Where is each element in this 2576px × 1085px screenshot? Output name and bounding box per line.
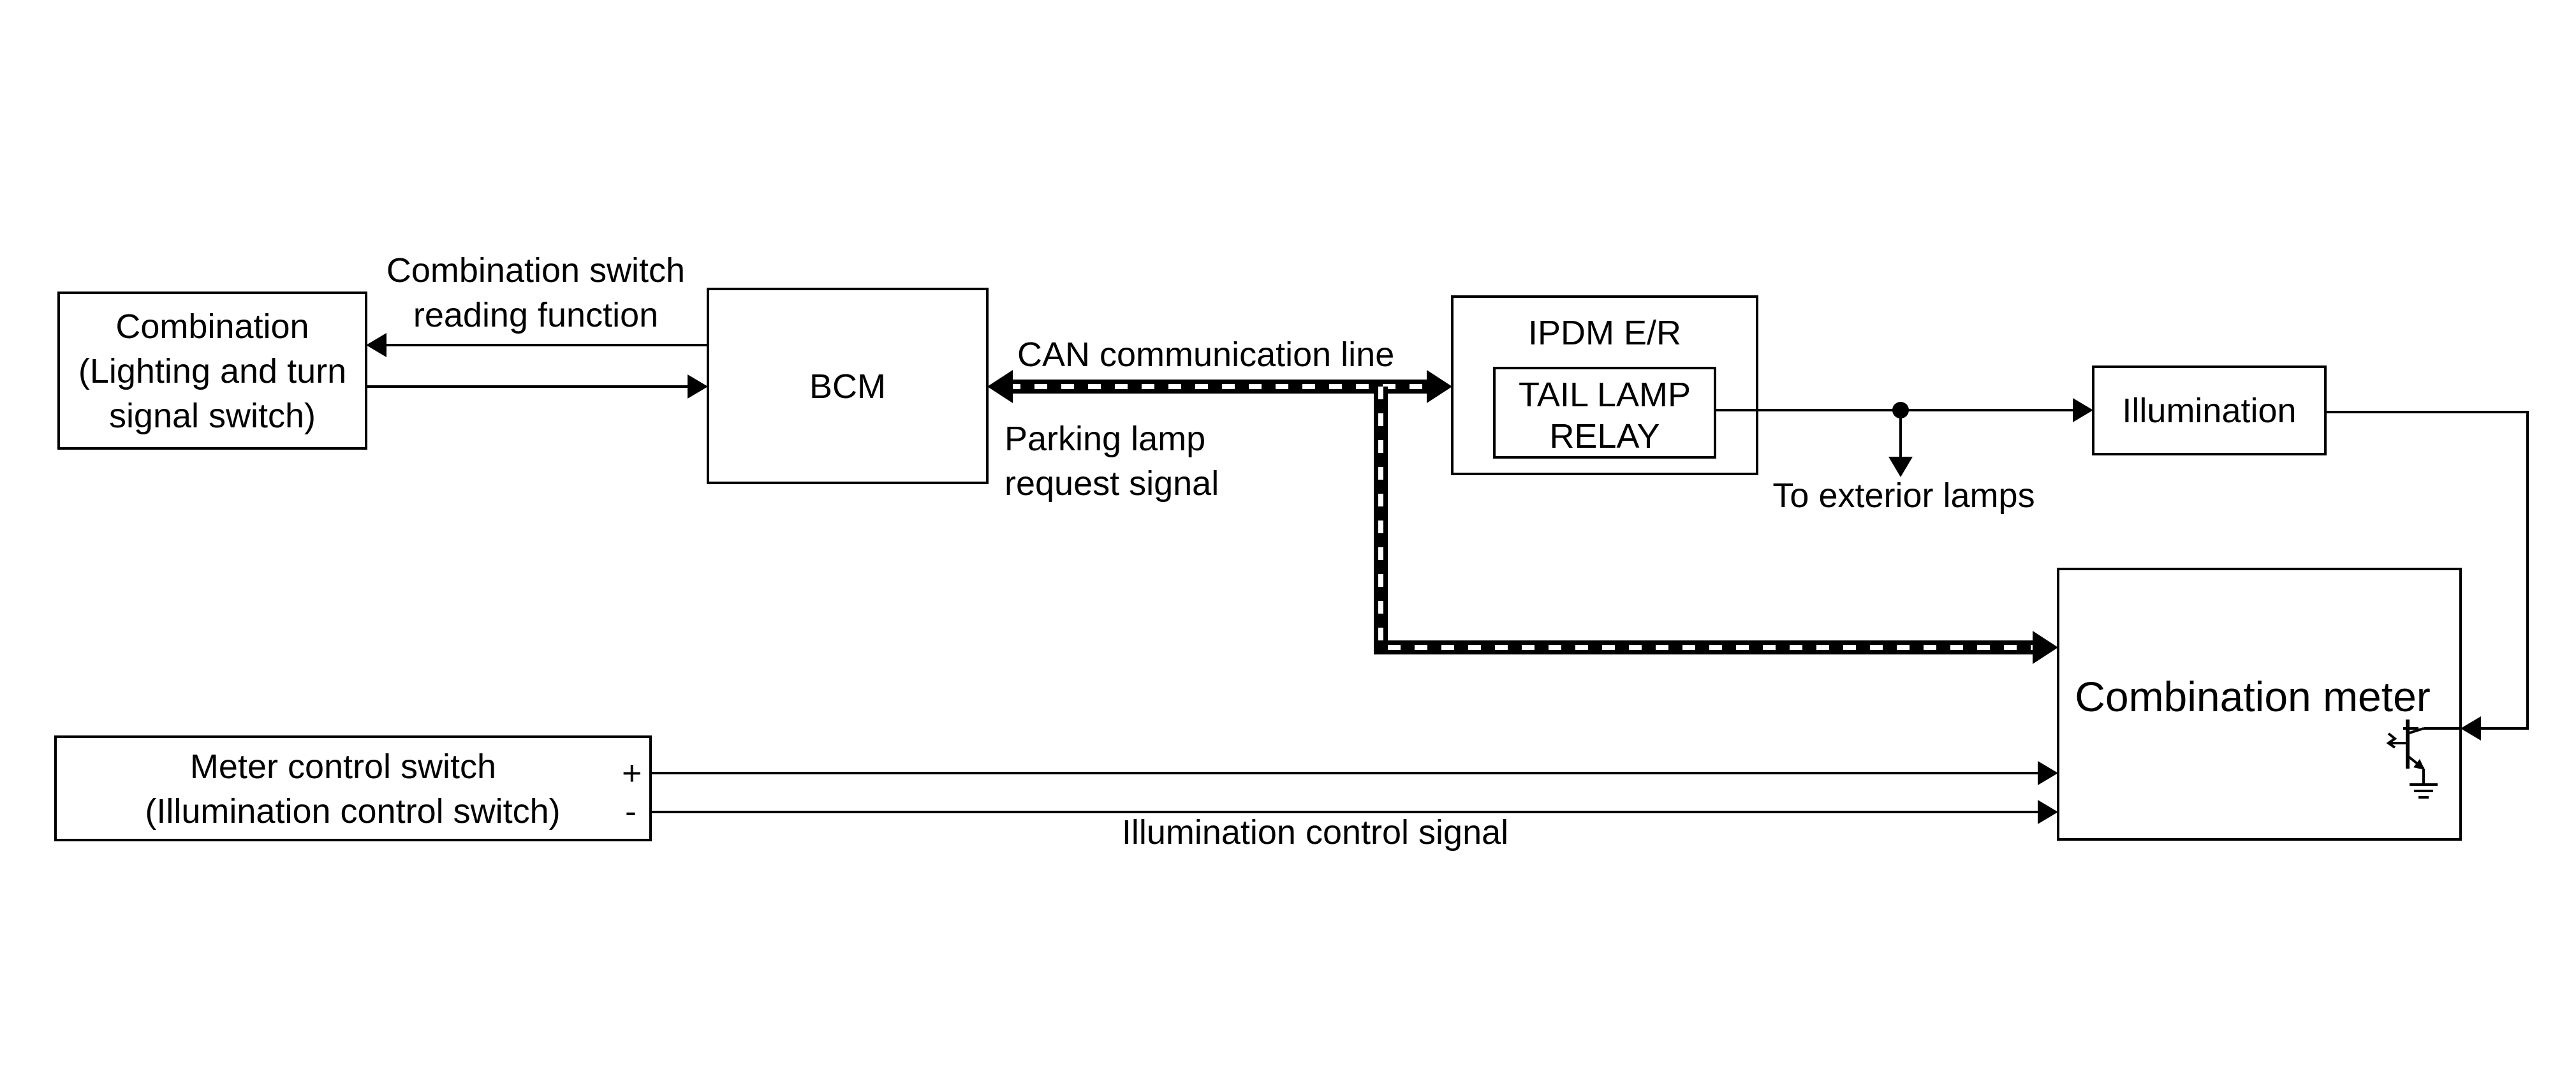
- can-line: [1008, 380, 2038, 654]
- switch-reading-arrowhead: [366, 333, 386, 357]
- illumination-return-wire: [2325, 411, 2529, 730]
- illumination-box: [2092, 365, 2327, 455]
- transistor-icon: [2386, 720, 2461, 799]
- combination-switch-label-3: signal switch): [109, 397, 316, 435]
- switch-reading-label-2: reading function: [413, 296, 658, 334]
- can-arrowhead-bcm: [987, 370, 1013, 403]
- exterior-lamps-label: To exterior lamps: [1772, 476, 2035, 515]
- combination-switch-label-2: (Lighting and turn: [78, 352, 346, 390]
- illum-minus-arrowhead: [2038, 800, 2058, 824]
- can-arrowhead-meter: [2033, 631, 2058, 664]
- meter-input-arrowhead: [2461, 716, 2481, 741]
- switch-reading-label-1: Combination switch: [386, 251, 685, 290]
- combination-meter-label: Combination meter: [2075, 673, 2431, 720]
- switch-signal-arrowhead: [688, 374, 708, 399]
- illum-plus-arrowhead: [2038, 761, 2058, 785]
- illumination-label: Illumination: [2122, 392, 2296, 430]
- parking-request-label-2: request signal: [1005, 464, 1219, 503]
- combination-switch-box: [57, 292, 367, 450]
- bcm-label: BCM: [809, 367, 886, 406]
- exterior-lamps-arrowhead: [1888, 457, 1913, 477]
- tail-lamp-relay-label-2: RELAY: [1549, 417, 1660, 455]
- ipdm-label: IPDM E/R: [1528, 314, 1681, 352]
- bcm-box: [707, 288, 989, 484]
- tail-lamp-relay-box: [1493, 367, 1716, 459]
- meter-switch-plus: +: [622, 754, 642, 792]
- meter-control-switch-box: [54, 735, 652, 841]
- can-line-label: CAN communication line: [1017, 336, 1394, 374]
- illumination-arrowhead: [2073, 398, 2093, 422]
- illum-signal-label: Illumination control signal: [1122, 813, 1508, 852]
- combination-switch-label-1: Combination: [115, 307, 309, 346]
- combination-meter-box: [2057, 568, 2462, 841]
- can-arrowhead-ipdm: [1427, 370, 1452, 403]
- meter-switch-label-2: (Illumination control switch): [145, 792, 560, 830]
- meter-switch-label-1: Meter control switch: [190, 748, 496, 786]
- meter-switch-minus: -: [625, 792, 637, 830]
- tail-lamp-relay-label-1: TAIL LAMP: [1519, 376, 1691, 414]
- parking-request-label-1: Parking lamp: [1005, 420, 1205, 458]
